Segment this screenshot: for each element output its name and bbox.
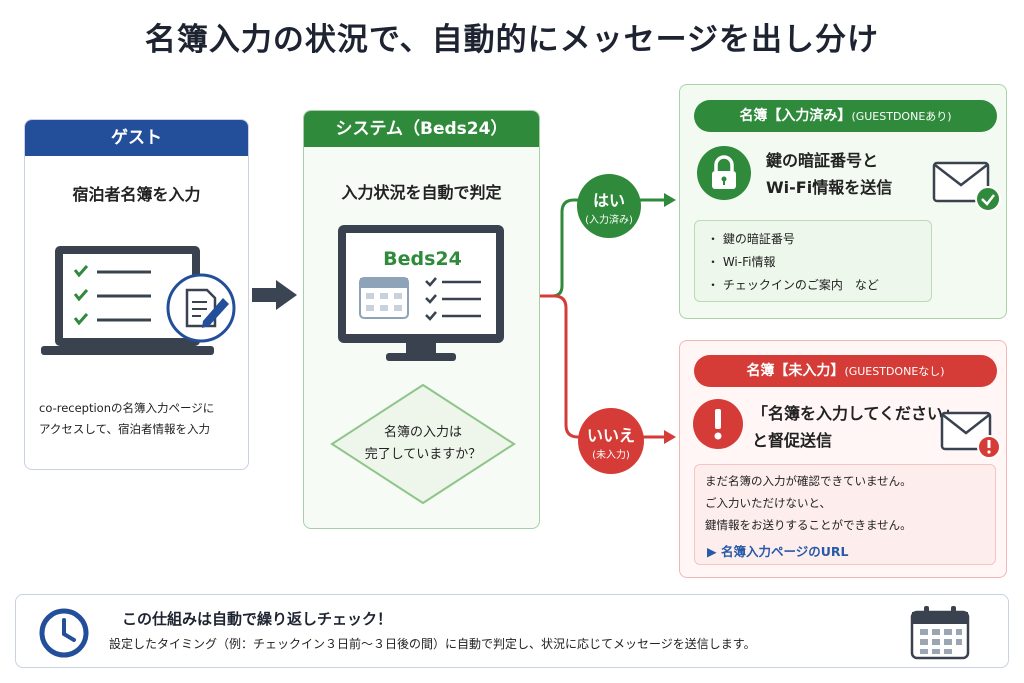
yes-result-card: 名簿【入力済み】(GUESTDONEあり) 鍵の暗証番号と Wi-Fi情報を送信… xyxy=(679,84,1007,319)
yes-bullet-1: ・ 鍵の暗証番号 xyxy=(707,232,795,246)
footer-panel: この仕組みは自動で繰り返しチェック！ 設定したタイミング（例：チェックイン３日前… xyxy=(15,594,1009,668)
yes-msg-line-2: Wi-Fi情報を送信 xyxy=(766,178,893,197)
decision-diamond xyxy=(330,383,516,505)
no-pill-main: 名簿【未入力】 xyxy=(746,363,845,379)
yes-pill-sub: (GUESTDONEあり) xyxy=(851,110,952,123)
guest-desc-line-1: co-receptionの名簿入力ページに xyxy=(39,401,215,415)
yes-pill-main: 名簿【入力済み】 xyxy=(739,108,852,124)
no-sublabel: (未入力) xyxy=(592,450,630,461)
question-line-2: 完了していますか？ xyxy=(364,447,482,462)
guest-desc-line-2: アクセスして、宿泊者情報を入力 xyxy=(39,422,211,436)
monitor-icon xyxy=(338,225,504,361)
lock-icon xyxy=(697,146,751,200)
system-subtitle: 入力状況を自動で判定 xyxy=(341,183,502,202)
yes-msg-line-1: 鍵の暗証番号と xyxy=(766,151,879,170)
yes-label: はい xyxy=(592,191,625,210)
yes-sublabel: (入力済み) xyxy=(585,215,633,226)
no-message-line-1: まだ名簿の入力が確認できていません。 xyxy=(705,474,912,488)
no-branch-badge: いいえ (未入力) xyxy=(578,408,644,474)
guest-description: co-receptionの名簿入力ページに アクセスして、宿泊者情報を入力 xyxy=(39,398,242,440)
system-card: システム（Beds24） 入力状況を自動で判定 Beds24 名簿の入力は 完了… xyxy=(303,110,540,529)
no-arrowhead xyxy=(664,430,676,444)
decision-question: 名簿の入力は 完了していますか？ xyxy=(328,422,518,466)
no-message-box: まだ名簿の入力が確認できていません。 ご入力いただけないと、 鍵情報をお送りする… xyxy=(694,464,996,565)
calendar-icon xyxy=(910,606,970,660)
no-status-pill: 名簿【未入力】(GUESTDONEなし) xyxy=(694,355,997,387)
clock-icon xyxy=(39,608,89,658)
no-message-line-3: 鍵情報をお送りすることができません。 xyxy=(705,518,912,532)
yes-contents-box: ・ 鍵の暗証番号 ・ Wi-Fi情報 ・ チェックインのご案内 など xyxy=(694,220,932,302)
question-line-1: 名簿の入力は xyxy=(383,425,462,440)
laptop-checklist-icon xyxy=(41,246,236,355)
warning-icon xyxy=(693,399,743,449)
no-msg-line-1: 「名簿を入力してください」 xyxy=(752,404,960,423)
yes-arrowhead xyxy=(664,193,676,207)
no-pill-sub: (GUESTDONEなし) xyxy=(844,365,945,378)
no-label: いいえ xyxy=(586,426,635,445)
no-path xyxy=(518,294,666,439)
no-result-card: 名簿【未入力】(GUESTDONEなし) 「名簿を入力してください」 と督促送信… xyxy=(679,340,1007,578)
no-msg-line-2: と督促送信 xyxy=(752,431,833,450)
guest-to-system-arrow xyxy=(252,280,297,310)
calendar-icon xyxy=(359,277,409,319)
no-message: 「名簿を入力してください」 と督促送信 xyxy=(752,400,959,454)
yes-status-pill: 名簿【入力済み】(GUESTDONEあり) xyxy=(694,100,997,132)
yes-message: 鍵の暗証番号と Wi-Fi情報を送信 xyxy=(766,147,892,201)
yes-bullet-2: ・ Wi-Fi情報 xyxy=(707,255,776,269)
monitor-beds24-label: Beds24 xyxy=(383,248,462,270)
guest-subtitle: 宿泊者名簿を入力 xyxy=(72,185,201,204)
mail-check-icon xyxy=(932,161,1001,212)
guest-header: ゲスト xyxy=(25,120,248,156)
yes-branch-badge: はい (入力済み) xyxy=(577,174,641,238)
registration-page-url-link[interactable]: ▶ 名簿入力ページのURL xyxy=(707,544,849,559)
no-message-line-2: ご入力いただけないと、 xyxy=(705,496,832,510)
system-header: システム（Beds24） xyxy=(304,111,539,147)
mail-alert-icon xyxy=(940,411,1001,459)
guest-card: ゲスト 宿泊者名簿を入力 co-receptionの名簿入力ページに アクセスし… xyxy=(24,119,249,470)
footer-description: 設定したタイミング（例：チェックイン３日前～３日後の間）に自動で判定し、状況に応… xyxy=(109,637,756,651)
footer-title: この仕組みは自動で繰り返しチェック！ xyxy=(122,610,393,628)
yes-bullet-3: ・ チェックインのご案内 など xyxy=(707,278,879,292)
page-title: 名簿入力の状況で、自動的にメッセージを出し分け xyxy=(144,22,880,58)
